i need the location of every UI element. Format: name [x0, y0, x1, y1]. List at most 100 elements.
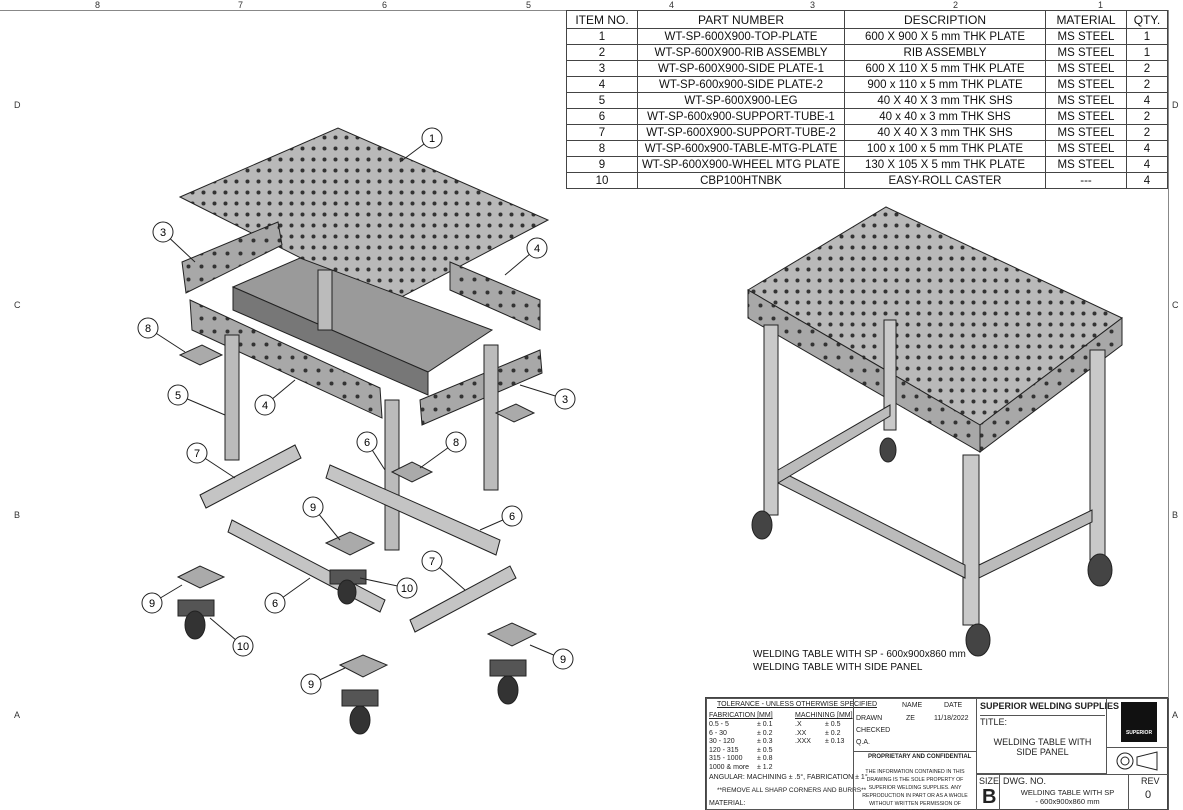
- zone-col: 3: [810, 0, 816, 10]
- bom-cell: CBP100HTNBK: [637, 172, 845, 189]
- bom-header-row: ITEM NO. PART NUMBER DESCRIPTION MATERIA…: [566, 10, 1168, 29]
- wheel-plate-9: [338, 654, 389, 678]
- balloon-circle: [137, 317, 159, 339]
- machining-tolerance: .XXX: [795, 738, 811, 745]
- fabrication-tolerance: 30 - 120: [709, 738, 735, 745]
- date-header: DATE: [944, 702, 963, 709]
- drawn-date: 11/18/2022: [934, 715, 969, 722]
- bom-cell: 2: [1126, 124, 1168, 141]
- balloon-circle: [152, 221, 174, 243]
- leg: [317, 269, 333, 331]
- bom-cell: 5: [566, 92, 638, 109]
- bom-cell: 40 X 40 X 3 mm THK SHS: [844, 124, 1046, 141]
- bom-cell: 8: [566, 140, 638, 157]
- balloon-number: 7: [194, 448, 200, 460]
- fabrication-tolerance: 315 - 1000: [709, 755, 743, 762]
- bom-cell: 100 x 100 x 5 mm THK PLATE: [844, 140, 1046, 157]
- balloon-circle: [141, 592, 163, 614]
- balloon-number: 4: [534, 243, 540, 255]
- bom-cell: WT-SP-600X900-RIB ASSEMBLY: [637, 44, 845, 61]
- wheel-plate-9: [486, 622, 538, 647]
- mtg-plate-8: [494, 403, 536, 423]
- rev-label: REV: [1141, 776, 1160, 786]
- burrs-note: **REMOVE ALL SHARP CORNERS AND BURRS**: [717, 787, 867, 794]
- item-balloon: 6: [356, 431, 386, 471]
- bom-cell: WT-SP-600x900-SUPPORT-TUBE-1: [637, 108, 845, 125]
- zone-row: A: [14, 710, 21, 720]
- table-top: [747, 206, 1123, 426]
- zone-col: 8: [95, 0, 101, 10]
- zone-col: 1: [1098, 0, 1104, 10]
- bom-cell: WT-SP-600X900-LEG: [637, 92, 845, 109]
- support-tube-7: [409, 565, 517, 633]
- bom-cell: WT-SP-600X900-SUPPORT-TUBE-2: [637, 124, 845, 141]
- angular-tolerance: ANGULAR: MACHINING ± .5°, FABRICATION ± …: [709, 774, 868, 781]
- balloon-number: 4: [262, 400, 268, 412]
- bom-cell: MS STEEL: [1045, 124, 1127, 141]
- view-caption: WELDING TABLE WITH SIDE PANEL: [753, 662, 923, 673]
- zone-row: C: [1172, 300, 1179, 310]
- qa-label: Q.A.: [856, 739, 871, 746]
- item-balloon: 5: [167, 384, 226, 416]
- zone-row: D: [14, 100, 21, 110]
- bom-cell: 1: [566, 28, 638, 45]
- balloon-circle: [552, 648, 574, 670]
- bom-cell: 4: [1126, 92, 1168, 109]
- bom-header: PART NUMBER: [637, 10, 845, 29]
- bom-cell: MS STEEL: [1045, 28, 1127, 45]
- drawn-label: DRAWN: [856, 715, 883, 722]
- item-balloon: 3: [519, 384, 576, 410]
- bom-cell: WT-SP-600x900-TABLE-MTG-PLATE: [637, 140, 845, 157]
- bom-cell: 600 X 110 X 5 mm THK PLATE: [844, 60, 1046, 77]
- balloon-number: 6: [272, 598, 278, 610]
- revision: 0: [1145, 789, 1152, 801]
- support-tube-7: [199, 444, 302, 509]
- bom-cell: 10: [566, 172, 638, 189]
- caster: [489, 659, 527, 705]
- bom-cell: 900 x 110 x 5 mm THK PLATE: [844, 76, 1046, 93]
- balloon-circle: [501, 505, 523, 527]
- item-balloon: 7: [421, 550, 466, 591]
- balloon-number: 9: [308, 679, 314, 691]
- zone-col: 4: [669, 0, 675, 10]
- balloon-circle: [186, 442, 208, 464]
- bom-cell: 600 X 900 X 5 mm THK PLATE: [844, 28, 1046, 45]
- balloon-number: 1: [429, 133, 435, 145]
- top-plate: [178, 127, 550, 304]
- item-balloon: 10: [209, 617, 254, 657]
- balloon-circle: [554, 388, 576, 410]
- side-plate-4-front: [189, 299, 383, 419]
- title-block: TOLERANCE - UNLESS OTHERWISE SPECIFIED F…: [705, 697, 1169, 810]
- bom-cell: ---: [1045, 172, 1127, 189]
- item-balloon: 6: [479, 505, 523, 531]
- drawing-title: WELDING TABLE WITH SIDE PANEL: [993, 737, 1092, 757]
- drawing-number: WELDING TABLE WITH SP - 600x900x860 mm: [1020, 788, 1115, 806]
- fabrication-tolerance: ± 0.1: [757, 721, 773, 728]
- balloon-circle: [526, 237, 548, 259]
- bom-cell: RIB ASSEMBLY: [844, 44, 1046, 61]
- fabrication-tolerance: 6 - 30: [709, 729, 727, 737]
- bom-cell: 4: [1126, 172, 1168, 189]
- bom-cell: 7: [566, 124, 638, 141]
- checked-label: CHECKED: [856, 727, 891, 734]
- balloon-number: 9: [310, 502, 316, 514]
- bom-cell: WT-SP-600x900-SIDE PLATE-2: [637, 76, 845, 93]
- machining-header: MACHINING [MM]: [795, 712, 853, 719]
- bom-cell: MS STEEL: [1045, 44, 1127, 61]
- mtg-plate-8: [178, 344, 224, 366]
- zone-row: A: [1172, 710, 1179, 720]
- fabrication-tolerance: ± 1.2: [757, 763, 773, 771]
- bom-header: DESCRIPTION: [844, 10, 1046, 29]
- company-name: SUPERIOR WELDING SUPPLIES: [980, 701, 1120, 711]
- name-header: NAME: [902, 702, 923, 709]
- bom-cell: 2: [1126, 76, 1168, 93]
- balloon-circle: [421, 127, 443, 149]
- proprietary-header: PROPRIETARY AND CONFIDENTIAL: [868, 754, 972, 760]
- view-caption: WELDING TABLE WITH SP - 600x900x860 mm: [753, 649, 966, 660]
- item-balloon: 9: [302, 496, 341, 541]
- caster: [329, 569, 367, 605]
